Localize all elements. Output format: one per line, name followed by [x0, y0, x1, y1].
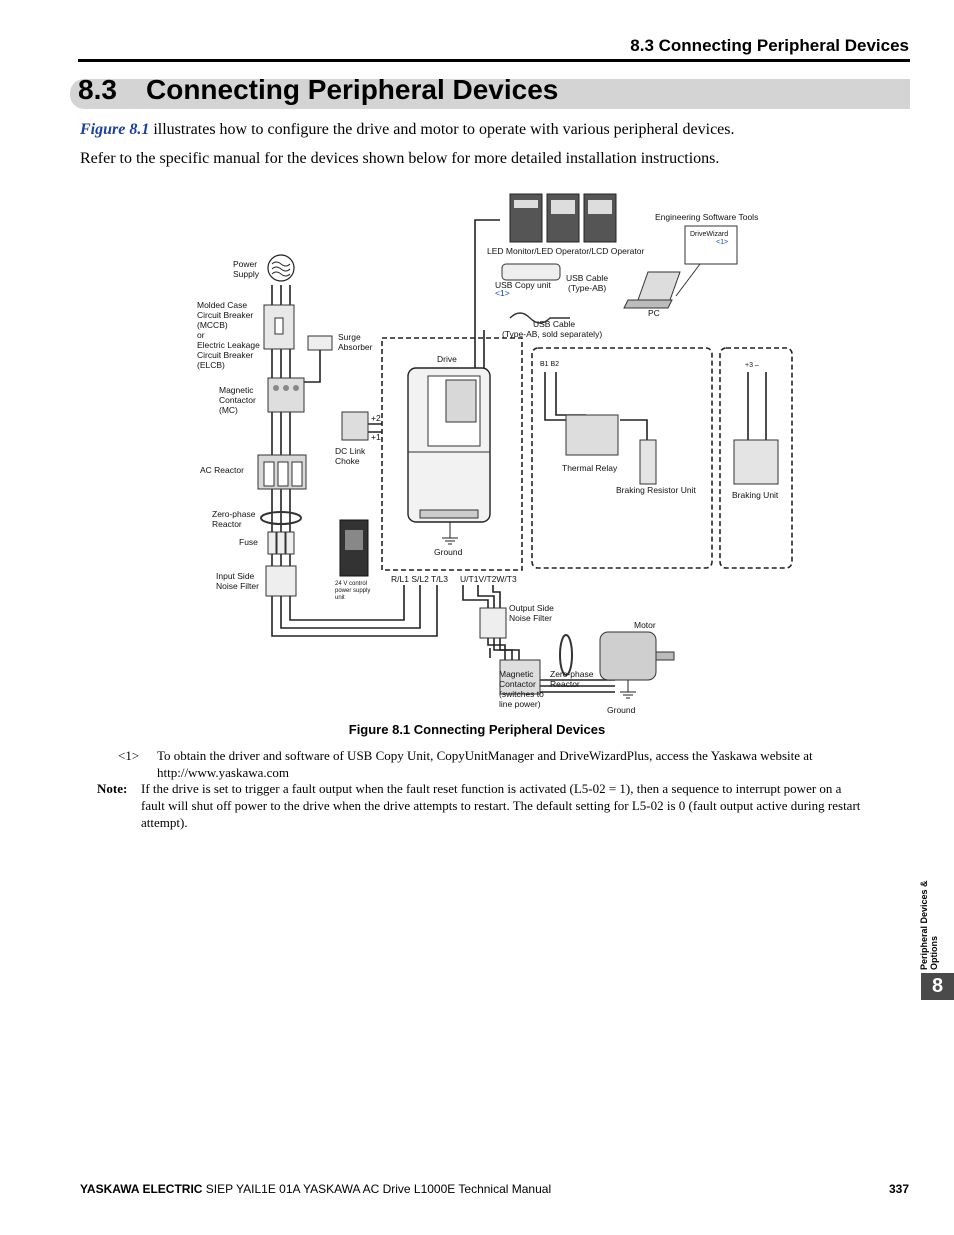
label-zero-phase-out: Zero-phase Reactor [550, 669, 596, 689]
label-usb-copy: USB Copy unit [495, 280, 551, 290]
label-usb-cable-ab: USB Cable (Type-AB) [566, 273, 610, 293]
footer-doc: SIEP YAIL1E 01A YASKAWA AC Drive L1000E … [202, 1182, 552, 1196]
label-plus3-minus: +3 – [745, 362, 759, 369]
label-braking-unit: Braking Unit [732, 490, 779, 500]
label-ground-motor: Ground [607, 705, 636, 715]
section-title: Connecting Peripheral Devices [146, 74, 559, 105]
label-usb-copy-ref: <1> [495, 288, 510, 298]
label-ac-reactor: AC Reactor [200, 465, 244, 475]
figure-link[interactable]: Figure 8.1 [80, 121, 150, 138]
figure-caption: Figure 8.1 Connecting Peripheral Devices [348, 722, 606, 737]
label-output-filter: Output Side Noise Filter [509, 603, 556, 623]
header-rule [78, 59, 910, 62]
label-eng-software: Engineering Software Tools [655, 212, 758, 222]
section-number: 8.3 [78, 74, 117, 105]
footnote-marker: <1> [118, 748, 140, 763]
side-tab-number[interactable]: 8 [921, 973, 954, 1000]
label-input-filter: Input Side Noise Filter [216, 571, 259, 591]
label-drivewizard: DriveWizard [690, 231, 728, 238]
footer-brand: YASKAWA ELECTRIC [80, 1182, 203, 1196]
footnote-text: To obtain the driver and software of USB… [157, 748, 813, 780]
label-zero-phase-in: Zero-phase Reactor [212, 509, 258, 529]
label-output-terminals: U/T1V/T2W/T3 [460, 574, 517, 584]
label-24v-unit: 24 V control power supply unit [335, 581, 372, 601]
label-surge-absorber: Surge Absorber [338, 332, 373, 352]
refer-paragraph: Refer to the specific manual for the dev… [80, 150, 720, 167]
footer: YASKAWA ELECTRIC SIEP YAIL1E 01A YASKAWA… [80, 1182, 551, 1196]
label-mc-out: Magnetic Contactor (switches to line pow… [499, 669, 546, 709]
intro-text: illustrates how to configure the drive a… [149, 121, 735, 138]
label-drivewizard-ref: <1> [716, 239, 728, 246]
label-dc-link-choke: DC Link Choke [335, 446, 368, 466]
label-pc: PC [648, 308, 660, 318]
label-mc-in: Magnetic Contactor (MC) [219, 385, 258, 415]
note-label: Note: [97, 781, 128, 796]
note-text: If the drive is set to trigger a fault o… [141, 781, 861, 830]
label-input-terminals: R/L1 S/L2 T/L3 [391, 574, 448, 584]
running-header: 8.3 Connecting Peripheral Devices [630, 36, 909, 55]
label-drive: Drive [437, 354, 457, 364]
label-b1b2: B1 B2 [540, 361, 559, 368]
label-motor: Motor [634, 620, 656, 630]
side-tab-label: Peripheral Devices & Options [919, 880, 939, 970]
label-usb-cable-sold: USB Cable (Type-AB, sold separately) [502, 319, 602, 339]
page-number: 337 [888, 1182, 909, 1196]
label-ground-drive: Ground [434, 547, 463, 557]
label-plus2: +2 [371, 413, 381, 423]
label-thermal-relay: Thermal Relay [562, 463, 618, 473]
label-fuse: Fuse [239, 537, 258, 547]
label-braking-resistor: Braking Resistor Unit [616, 485, 696, 495]
section-title-band [70, 79, 910, 109]
label-mccb: Molded Case Circuit Breaker (MCCB) or El… [197, 300, 262, 370]
label-plus1: +1 [371, 432, 381, 442]
intro-paragraph: Figure 8.1 illustrates how to configure … [80, 121, 735, 139]
label-led-operator: LED Monitor/LED Operator/LCD Operator [487, 246, 644, 256]
